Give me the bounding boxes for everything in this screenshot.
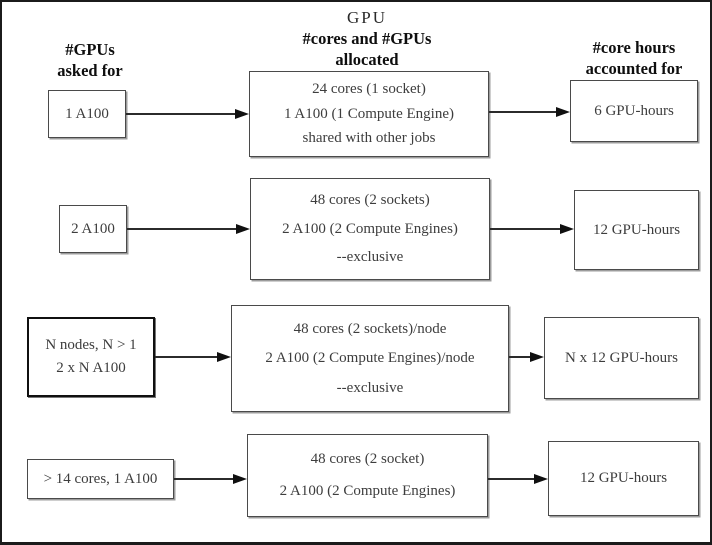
row1-allocation-line3: shared with other jobs (302, 129, 436, 146)
column-header-accounted: #core hours accounted for (555, 38, 710, 79)
row2-arrow-allocation-to-accounting (490, 223, 574, 235)
row1-arrow-request-to-allocation (126, 108, 249, 120)
arrow-right-icon (217, 352, 231, 362)
arrow-shaft (174, 478, 233, 480)
column-header-allocated: #cores and #GPUs allocated (257, 29, 477, 70)
row4-accounting-text: 12 GPU-hours (579, 470, 668, 486)
arrow-shaft (127, 228, 236, 230)
row1-accounting-text: 6 GPU-hours (594, 102, 674, 119)
row3-arrow-request-to-allocation (155, 351, 231, 363)
row2-accounting-text: 12 GPU-hours (592, 221, 681, 238)
arrow-right-icon (534, 474, 548, 484)
arrow-shaft (155, 356, 217, 358)
column-header-accounted-line1: #core hours (592, 38, 676, 57)
row3-accounting-box: N x 12 GPU-hours (544, 317, 699, 399)
row3-request-box: N nodes, N > 1 2 x N A100 (27, 317, 155, 397)
column-header-allocated-line2: allocated (335, 49, 399, 69)
arrow-shaft (489, 111, 556, 113)
row2-arrow-request-to-allocation (127, 223, 250, 235)
row1-allocation-line2: 1 A100 (1 Compute Engine) (284, 105, 454, 122)
row4-allocation-line2: 2 A100 (2 Compute Engines) (279, 482, 456, 499)
column-header-accounted-line2: accounted for (585, 58, 683, 78)
arrow-right-icon (233, 474, 247, 484)
row2-allocation-line1: 48 cores (2 sockets) (310, 192, 430, 209)
row4-arrow-request-to-allocation (174, 473, 247, 485)
column-header-requested: #GPUs asked for (20, 40, 160, 81)
row4-request-box: > 14 cores, 1 A100 (27, 459, 174, 499)
diagram-title: GPU (346, 8, 387, 27)
column-header-allocated-line1: #cores and #GPUs (302, 29, 432, 48)
arrow-shaft (488, 478, 534, 480)
row3-request-line2: 2 x N A100 (56, 360, 126, 376)
row3-arrow-allocation-to-accounting (509, 351, 544, 363)
row2-accounting-box: 12 GPU-hours (574, 190, 699, 270)
row1-allocation-line1: 24 cores (1 socket) (312, 81, 426, 98)
arrow-right-icon (560, 224, 574, 234)
row4-request-text: > 14 cores, 1 A100 (43, 470, 158, 487)
column-header-requested-line1: #GPUs (65, 40, 115, 59)
row2-allocation-line3: --exclusive (336, 248, 404, 265)
row3-allocation-line1: 48 cores (2 sockets)/node (293, 320, 447, 337)
row3-allocation-line3: --exclusive (336, 379, 404, 396)
arrow-shaft (509, 356, 530, 358)
column-header-requested-line2: asked for (57, 60, 123, 80)
row2-request-text: 2 A100 (71, 220, 115, 237)
row3-allocation-box: 48 cores (2 sockets)/node 2 A100 (2 Comp… (231, 305, 509, 412)
row2-request-box: 2 A100 (59, 205, 127, 253)
row3-accounting-text: N x 12 GPU-hours (565, 349, 678, 366)
row1-request-text: 1 A100 (65, 105, 109, 122)
arrow-right-icon (236, 224, 250, 234)
row4-allocation-box: 48 cores (2 socket) 2 A100 (2 Compute En… (247, 434, 488, 517)
row1-request-box: 1 A100 (48, 90, 126, 138)
row2-allocation-box: 48 cores (2 sockets) 2 A100 (2 Compute E… (250, 178, 490, 280)
row3-request-line1: N nodes, N > 1 (45, 337, 137, 353)
row4-arrow-allocation-to-accounting (488, 473, 548, 485)
row1-accounting-box: 6 GPU-hours (570, 80, 698, 142)
row2-allocation-line2: 2 A100 (2 Compute Engines) (282, 220, 458, 237)
arrow-right-icon (235, 109, 249, 119)
arrow-shaft (490, 228, 560, 230)
row1-allocation-box: 24 cores (1 socket) 1 A100 (1 Compute En… (249, 71, 489, 157)
row1-arrow-allocation-to-accounting (489, 106, 570, 118)
arrow-right-icon (530, 352, 544, 362)
row3-allocation-line2: 2 A100 (2 Compute Engines)/node (265, 350, 475, 366)
row4-accounting-box: 12 GPU-hours (548, 441, 699, 516)
arrow-shaft (126, 113, 235, 115)
row4-allocation-line1: 48 cores (2 socket) (310, 451, 425, 468)
arrow-right-icon (556, 107, 570, 117)
